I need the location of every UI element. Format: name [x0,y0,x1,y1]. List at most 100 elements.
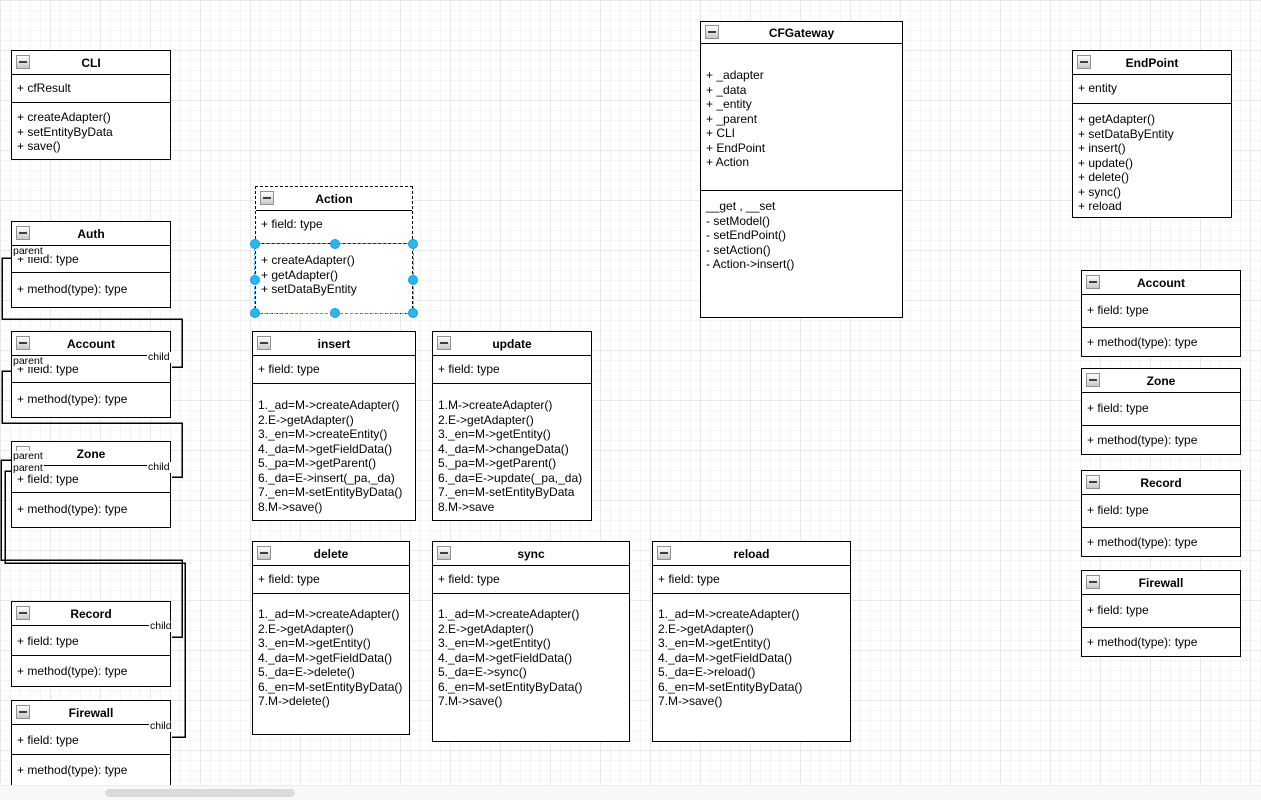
class-insert[interactable]: insert + field: type 1._ad=M->createAdap… [252,331,416,521]
text-line: 4._da=M->changeData() [438,441,569,456]
text-line: + method(type): type [17,502,128,516]
text-line: __get , __set [706,199,776,213]
text-line: + update() [1078,155,1134,170]
edge-label-child: child [147,461,171,473]
horizontal-scrollbar-thumb[interactable] [105,789,295,797]
fields-compartment: + field: type [433,566,629,594]
text-line: 7.M->delete() [258,694,330,708]
class-title-bar: Account [12,332,170,356]
minus-glyph [260,552,268,554]
text-line: + EndPoint [706,140,766,155]
minus-glyph [1089,379,1097,381]
class-title-bar: insert [253,332,415,356]
collapse-icon[interactable] [16,705,30,719]
collapse-icon[interactable] [705,25,719,39]
text-line: + CLI [706,126,736,140]
methods-compartment: + method(type): type [1082,628,1240,656]
methods-compartment: + method(type): type [12,755,170,786]
text-line: 6._en=M-setEntityByData() [438,679,583,694]
class-title-bar: Record [1082,471,1240,495]
class-cli[interactable]: CLI + cfResult + createAdapter()+ setEnt… [11,50,171,160]
horizontal-scrollbar-track[interactable] [0,785,1261,800]
edge-label-child: child [149,620,173,632]
text-line: 7.M->save() [658,694,723,708]
class-cfgateway[interactable]: CFGateway + _adapter+ _data+ _entity+ _p… [700,21,903,318]
text-line: 2.E->getAdapter() [438,412,534,427]
class-title: Zone [76,446,106,461]
text-line: 7._en=M-setEntityByData() [258,485,403,499]
class-title-bar: Auth [12,222,170,246]
text-line: + Action [706,155,750,169]
class-title-bar: Account [1082,271,1240,295]
text-line: 2.E->getAdapter() [438,621,534,636]
class-title: CFGateway [768,25,835,40]
class-update[interactable]: update + field: type 1.M->createAdapter(… [432,331,592,521]
minus-glyph [1089,481,1097,483]
text-line: 2.E->getAdapter() [258,621,354,636]
minus-glyph [19,61,27,63]
class-endpoint[interactable]: EndPoint + entity + getAdapter()+ setDat… [1072,50,1232,218]
edge-account-zone [1,370,183,478]
class-zone-right[interactable]: Zone + field: type + method(type): type [1081,368,1241,455]
collapse-icon[interactable] [257,546,271,560]
fields-compartment: + _adapter+ _data+ _entity+ _parent+ CLI… [701,44,902,191]
class-record-right[interactable]: Record + field: type + method(type): typ… [1081,470,1241,557]
collapse-icon[interactable] [16,55,30,69]
collapse-icon[interactable] [1086,575,1100,589]
class-firewall-left[interactable]: Firewall + field: type + method(type): t… [11,700,171,787]
text-line: + entity [1078,81,1118,95]
methods-compartment: + method(type): type [12,656,170,686]
class-title: Zone [1146,373,1176,388]
collapse-icon[interactable] [16,606,30,620]
fields-compartment: + field: type [1082,295,1240,328]
text-line: 1._ad=M->createAdapter() [258,607,400,621]
text-line: + method(type): type [1087,335,1198,349]
class-title: Action [315,191,353,206]
text-line: 1._ad=M->createAdapter() [438,607,580,621]
fields-compartment: + field: type [256,211,412,244]
text-line: + method(type): type [1087,535,1198,549]
class-account-right[interactable]: Account + field: type + method(type): ty… [1081,270,1241,357]
class-title: insert [317,336,351,351]
minus-glyph [440,342,448,344]
collapse-icon[interactable] [16,336,30,350]
fields-compartment: + field: type [1082,495,1240,528]
class-title: Firewall [1138,575,1184,590]
text-line: + method(type): type [1087,635,1198,649]
collapse-icon[interactable] [1086,475,1100,489]
text-line: + _adapter [706,68,764,82]
class-sync[interactable]: sync + field: type 1._ad=M->createAdapte… [432,541,630,742]
text-line: + method(type): type [1087,433,1198,447]
edge-label-child: child [149,720,173,732]
text-line: + field: type [1087,503,1149,517]
text-line: + method(type): type [17,664,128,678]
class-title-bar: sync [433,542,629,566]
class-firewall-right[interactable]: Firewall + field: type + method(type): t… [1081,570,1241,657]
class-title: sync [517,546,545,561]
collapse-icon[interactable] [657,546,671,560]
class-record-left[interactable]: Record + field: type + method(type): typ… [11,601,171,687]
class-title: CLI [81,55,101,70]
class-action[interactable]: Action + field: type + createAdapter()+ … [255,186,413,314]
methods-compartment: 1._ad=M->createAdapter()2.E->getAdapter(… [653,594,850,741]
class-account-left[interactable]: Account + field: type + method(type): ty… [11,331,171,418]
collapse-icon[interactable] [437,546,451,560]
collapse-icon[interactable] [260,191,274,205]
collapse-icon[interactable] [16,226,30,240]
class-title: delete [313,546,349,561]
class-reload[interactable]: reload + field: type 1._ad=M->createAdap… [652,541,851,742]
collapse-icon[interactable] [437,336,451,350]
collapse-icon[interactable] [1086,275,1100,289]
collapse-icon[interactable] [1086,373,1100,387]
collapse-icon[interactable] [257,336,271,350]
text-line: + field: type [258,362,320,376]
text-line: 8.M->save [438,499,495,514]
class-delete[interactable]: delete + field: type 1._ad=M->createAdap… [252,541,410,735]
text-line: + method(type): type [17,763,128,777]
class-auth[interactable]: Auth + field: type + method(type): type [11,221,171,308]
text-line: 8.M->save() [258,499,323,514]
collapse-icon[interactable] [1077,55,1091,69]
text-line: + field: type [17,634,79,648]
